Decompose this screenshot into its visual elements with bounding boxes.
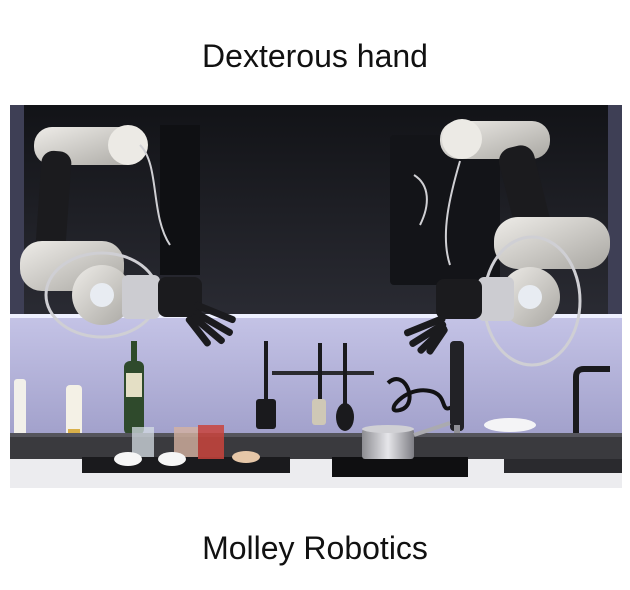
spatula [256, 399, 276, 429]
cooktop [332, 457, 468, 477]
backsplash [10, 433, 622, 437]
wine-bottle-neck [131, 341, 137, 363]
sink [504, 459, 622, 473]
right-hood [390, 135, 500, 285]
wine-bottle [124, 361, 144, 435]
utensil-rail [272, 371, 374, 375]
pot [362, 429, 414, 459]
coiled-cable [386, 377, 457, 413]
bowl-3 [232, 451, 260, 463]
tomato-jar [198, 425, 224, 459]
counter-edge [10, 435, 622, 459]
pot-handle [413, 421, 451, 437]
ladle-handle [318, 343, 322, 401]
ladle [312, 399, 326, 425]
glass-2 [174, 427, 198, 457]
bowl-2 [158, 452, 186, 466]
right-robot-arm [403, 119, 610, 367]
bottom-caption: Molley Robotics [202, 530, 428, 566]
right-hand-palm [436, 279, 482, 319]
top-caption: Dexterous hand [202, 38, 428, 74]
right-arm-flange [478, 277, 514, 321]
left-hood [160, 125, 200, 275]
spatula-handle [264, 341, 268, 401]
left-hand-palm [158, 277, 202, 317]
right-hand-fingers [403, 315, 448, 355]
left-robot-arm [20, 125, 236, 347]
robot-kitchen-photo [10, 105, 622, 488]
led-strip [10, 314, 622, 318]
glass-1 [132, 427, 154, 457]
wine-bottle-label [126, 373, 142, 397]
hand-blender [450, 341, 464, 431]
faucet [573, 366, 610, 445]
left-hand-fingers [185, 301, 236, 347]
spoon [336, 403, 354, 431]
serving-bowl [484, 418, 536, 432]
bowl-1 [114, 452, 142, 466]
left-arm-flange [122, 275, 160, 319]
bottle-left-1 [14, 379, 26, 437]
spoon-handle [343, 343, 347, 405]
pot-rim [362, 425, 414, 433]
bottle-left-2 [66, 385, 82, 441]
